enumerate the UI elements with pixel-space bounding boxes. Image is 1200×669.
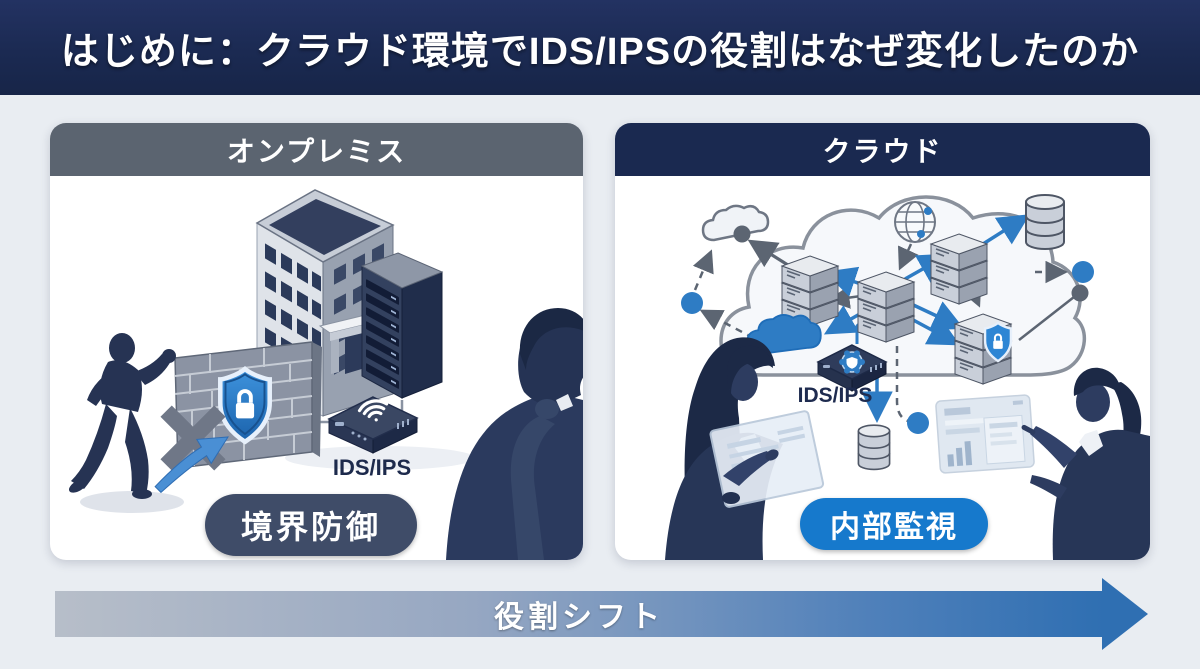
onpremise-illustration: IDS/IPS bbox=[68, 189, 583, 560]
panel-onpremise-scene: IDS/IPS 境界防御 bbox=[50, 176, 583, 560]
globe-icon bbox=[894, 201, 936, 243]
perimeter-defense-badge: 境界防御 bbox=[205, 494, 417, 556]
cloud-illustration: IDS/IPS bbox=[665, 194, 1150, 560]
role-shift-label: 役割シフト bbox=[494, 601, 664, 634]
gear-icon bbox=[839, 350, 865, 374]
server-stack-icon bbox=[930, 233, 988, 305]
external-cloud-icon bbox=[701, 204, 770, 243]
wifi-icon bbox=[357, 399, 389, 422]
analyst-pointing-icon bbox=[1021, 367, 1150, 560]
ids-ips-label-left: IDS/IPS bbox=[333, 455, 411, 480]
ids-ips-label-right: IDS/IPS bbox=[798, 384, 873, 407]
page-title-bar: はじめに：クラウド環境でIDS/IPSの役割はなぜ変化したのか bbox=[0, 0, 1200, 95]
server-stack-icon bbox=[857, 271, 915, 343]
ids-ips-appliance-icon bbox=[327, 396, 419, 454]
panel-cloud: クラウド bbox=[615, 123, 1150, 560]
attack-arrow-icon bbox=[154, 436, 229, 494]
intruder-icon bbox=[68, 333, 184, 513]
panel-cloud-title: クラウド bbox=[822, 135, 943, 167]
panel-cloud-scene: IDS/IPS bbox=[615, 176, 1150, 560]
ids-ips-virtual-appliance-icon bbox=[816, 344, 888, 392]
ingress-egress-dots bbox=[681, 261, 1094, 434]
ground-shadow bbox=[285, 446, 475, 470]
log-database-icon bbox=[857, 424, 891, 471]
database-icon bbox=[1025, 194, 1065, 250]
panel-onpremise-header: オンプレミス bbox=[50, 123, 583, 176]
shield-lock-icon bbox=[218, 366, 272, 445]
page-title: はじめに：クラウド環境でIDS/IPSの役割はなぜ変化したのか bbox=[60, 31, 1140, 73]
role-shift-arrow-head bbox=[1102, 578, 1148, 650]
thinking-admin-icon bbox=[446, 308, 583, 560]
role-shift-arrow-body: 役割シフト bbox=[55, 591, 1103, 637]
roof-panel bbox=[269, 199, 381, 255]
internal-monitoring-badge: 内部監視 bbox=[800, 498, 988, 550]
monitoring-dashboard-icon bbox=[935, 394, 1035, 474]
analyst-with-tablet-icon bbox=[665, 337, 825, 560]
server-rack-icon bbox=[360, 252, 444, 399]
panel-onpremise-title: オンプレミス bbox=[226, 135, 407, 167]
panel-onpremise: オンプレミス bbox=[50, 123, 583, 560]
panel-cloud-header: クラウド bbox=[615, 123, 1150, 176]
